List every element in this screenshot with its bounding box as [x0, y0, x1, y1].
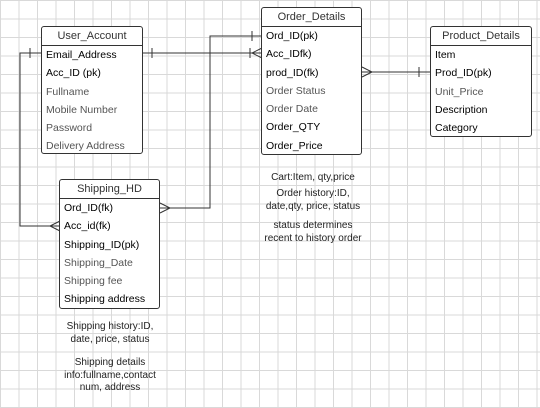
field-category: Category [435, 122, 478, 135]
field-order-price: Order_Price [266, 139, 323, 152]
connector-order-product-crowfoot [361, 66, 374, 78]
field-order-qty: Order_QTY [266, 121, 321, 134]
field-password: Password [46, 122, 93, 135]
field-prod-id: Prod_ID(pk) [435, 67, 492, 80]
field-acc-id-fk: Acc_id(fk) [64, 220, 111, 233]
note-cart: Cart:Item, qty,price [271, 172, 355, 183]
field-order-date: Order Date [266, 103, 318, 116]
field-fullname: Fullname [46, 85, 90, 98]
entity-title: Shipping_HD [60, 180, 159, 199]
connector-order-shipping [160, 35, 262, 209]
entity-order-details[interactable]: Order_Details Ord_ID(pk) Acc_IDfk) prod_… [261, 7, 362, 155]
field-description: Description [435, 103, 488, 116]
field-shipping-fee: Shipping fee [64, 275, 123, 288]
field-email-address: Email_Address [46, 49, 117, 61]
field-order-status: Order Status [266, 84, 326, 97]
field-ord-id: Ord_ID(pk) [266, 30, 318, 42]
field-shipping-address: Shipping address [64, 293, 146, 306]
note-shipping-details: Shipping details info:fullname,contact n… [64, 357, 156, 393]
field-shipping-date: Shipping_Date [64, 256, 133, 269]
field-item: Item [435, 49, 456, 61]
field-delivery-address: Delivery Address [46, 140, 125, 153]
field-prod-id-fk: prod_ID(fk) [266, 66, 319, 79]
entity-user-account[interactable]: User_Account Email_Address Acc_ID (pk) F… [41, 26, 143, 154]
entity-product-details[interactable]: Product_Details Item Prod_ID(pk) Unit_Pr… [430, 26, 532, 137]
field-unit-price: Unit_Price [435, 85, 484, 98]
connector-user-order-crowfoot [250, 47, 263, 59]
field-mobile-number: Mobile Number [46, 103, 118, 116]
entity-title: User_Account [42, 27, 142, 46]
connector-user-shipping [19, 52, 60, 227]
entity-shipping-hd[interactable]: Shipping_HD Ord_ID(fk) Acc_id(fk) Shippi… [59, 179, 160, 309]
note-order-history: Order history:ID, date,qty, price, statu… [265, 188, 361, 212]
field-shipping-id: Shipping_ID(pk) [64, 238, 140, 251]
field-acc-id: Acc_ID (pk) [46, 67, 101, 80]
note-status-determines: status determines recent to history orde… [264, 220, 362, 244]
entity-title: Order_Details [262, 8, 361, 27]
note-shipping-history: Shipping history:ID, date, price, status [66, 321, 154, 345]
entity-title: Product_Details [431, 27, 531, 46]
field-acc-id-fk: Acc_IDfk) [266, 48, 312, 61]
field-ord-id-fk: Ord_ID(fk) [64, 202, 114, 214]
connector-user-shipping-crowfoot [48, 220, 61, 232]
connector-order-shipping-crowfoot [159, 202, 172, 214]
